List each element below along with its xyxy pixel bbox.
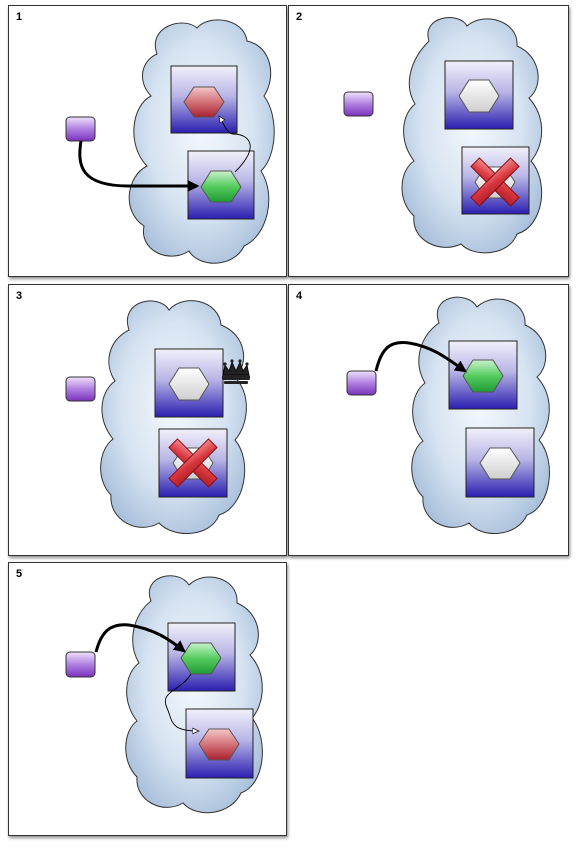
cloud bbox=[128, 19, 275, 264]
panel-4: 4 bbox=[288, 284, 569, 556]
hexagon-icon bbox=[198, 728, 240, 761]
arrow bbox=[78, 140, 200, 192]
client-icon bbox=[65, 116, 96, 142]
client-icon bbox=[65, 651, 96, 678]
hexagon-icon bbox=[183, 86, 225, 118]
panel-2-diagram bbox=[343, 17, 543, 254]
panel-number: 4 bbox=[296, 290, 303, 302]
arrow bbox=[94, 623, 186, 653]
arrow bbox=[219, 116, 251, 173]
hexagon-icon bbox=[462, 359, 504, 393]
panel-1-diagram bbox=[65, 19, 275, 264]
hexagon-icon bbox=[200, 170, 242, 203]
server-box-top bbox=[448, 340, 518, 410]
panel-number: 2 bbox=[296, 11, 303, 23]
panel-number: 5 bbox=[16, 568, 23, 580]
client-icon bbox=[346, 370, 377, 396]
failure-x-icon bbox=[168, 438, 218, 488]
panel-5: 5 bbox=[8, 562, 287, 836]
crown-icon bbox=[222, 359, 250, 384]
panel-5-diagram bbox=[65, 575, 263, 814]
arrow bbox=[164, 673, 199, 731]
cloud bbox=[401, 17, 543, 254]
panel-3: 3 bbox=[8, 284, 287, 556]
hexagon-icon bbox=[479, 447, 521, 480]
client-icon bbox=[343, 91, 374, 117]
panel-number: 3 bbox=[16, 290, 23, 302]
panel-2: 2 bbox=[288, 5, 569, 277]
hexagon-icon bbox=[180, 642, 222, 675]
panel-number: 1 bbox=[16, 11, 23, 23]
failure-x-icon bbox=[470, 157, 520, 207]
panel-3-diagram bbox=[65, 300, 250, 534]
panel-1: 1 bbox=[8, 5, 287, 277]
hexagon-icon bbox=[458, 79, 500, 113]
cloud bbox=[411, 296, 550, 534]
panel-4-diagram bbox=[346, 296, 550, 534]
client-icon bbox=[65, 376, 96, 402]
arrow bbox=[374, 340, 467, 373]
hexagon-icon bbox=[168, 367, 210, 401]
